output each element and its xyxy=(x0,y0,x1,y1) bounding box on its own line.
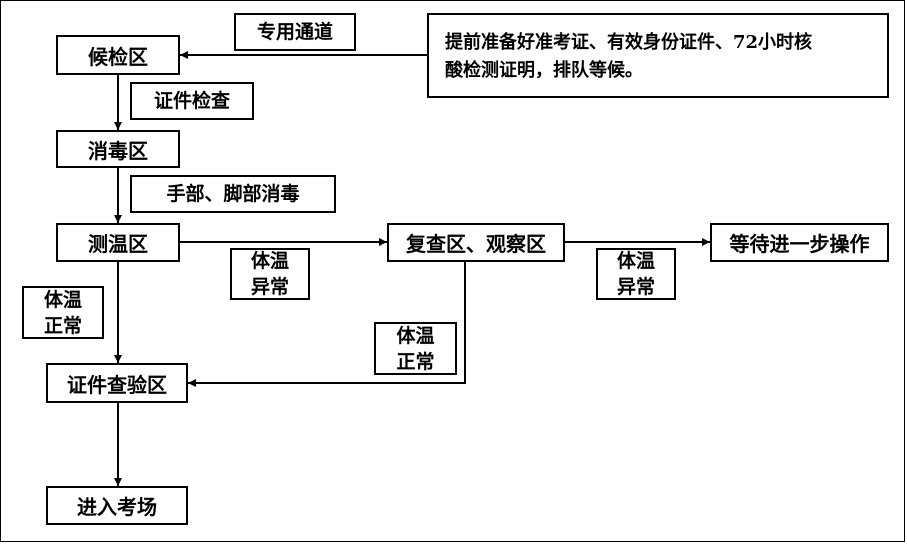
node-recheck-area-text: 复查区、观察区 xyxy=(406,232,546,256)
node-disinfection-area-text: 消毒区 xyxy=(88,138,148,163)
label-abnormal-temperature-1-text: 体温 异常 xyxy=(250,250,289,298)
label-id-check-text: 证件检查 xyxy=(153,90,230,112)
node-temperature-area: 测温区 xyxy=(56,223,180,262)
node-disinfection-area: 消毒区 xyxy=(56,130,180,168)
label-normal-temperature-2-text: 体温 正常 xyxy=(396,324,435,373)
label-id-check: 证件检查 xyxy=(130,82,254,120)
node-document-check-area: 证件查验区 xyxy=(46,363,188,403)
label-abnormal-temperature-1: 体温 异常 xyxy=(230,248,310,300)
node-waiting-area: 候检区 xyxy=(56,35,180,75)
label-dedicated-channel: 专用通道 xyxy=(234,13,356,51)
label-normal-temperature-1: 体温 正常 xyxy=(22,286,104,339)
edge-recheck-to-document xyxy=(188,262,466,387)
label-abnormal-temperature-2: 体温 异常 xyxy=(596,248,676,300)
label-dedicated-channel-text: 专用通道 xyxy=(256,21,333,43)
node-await-next-step-text: 等待进一步操作 xyxy=(729,232,870,256)
node-waiting-area-text: 候检区 xyxy=(88,44,148,69)
label-normal-temperature-2: 体温 正常 xyxy=(374,322,457,375)
node-enter-exam-room-text: 进入考场 xyxy=(77,495,157,519)
node-temperature-area-text: 测温区 xyxy=(88,232,148,256)
node-enter-exam-room: 进入考场 xyxy=(46,486,188,525)
label-hand-foot-disinfection: 手部、脚部消毒 xyxy=(130,175,336,213)
node-recheck-area: 复查区、观察区 xyxy=(387,223,565,262)
label-hand-foot-disinfection-text: 手部、脚部消毒 xyxy=(166,183,300,205)
node-document-check-area-text: 证件查验区 xyxy=(67,372,167,397)
node-await-next-step: 等待进一步操作 xyxy=(710,223,889,262)
label-abnormal-temperature-2-text: 体温 异常 xyxy=(616,250,655,298)
label-normal-temperature-1-text: 体温 正常 xyxy=(43,288,82,337)
instruction-note: 提前准备好准考证、有效身份证件、72小时核 酸检测证明，排队等候。 xyxy=(427,13,889,98)
